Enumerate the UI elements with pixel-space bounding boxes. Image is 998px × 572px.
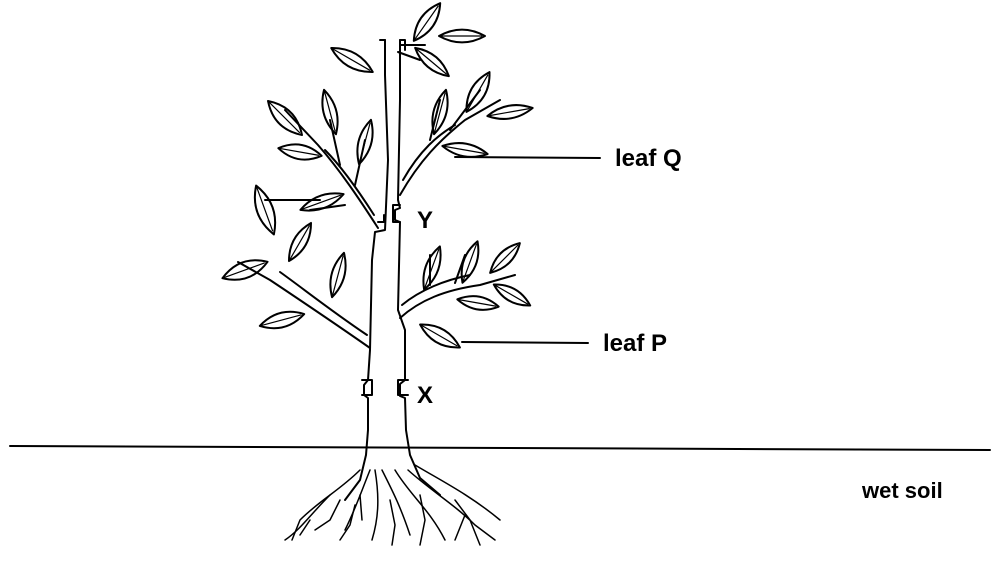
leaf [419, 323, 461, 349]
leaf [492, 283, 532, 307]
leaf-outline [253, 184, 277, 236]
leaf [489, 242, 521, 274]
leaf-outline [422, 245, 442, 291]
leaf [438, 28, 486, 44]
leaf-vein [358, 122, 371, 165]
leaf-outline [321, 88, 339, 136]
leaf-outline [287, 221, 313, 263]
leaf-vein [267, 100, 301, 134]
trunk [344, 39, 441, 501]
cut-x-label: X [417, 382, 433, 409]
leaf-q-pointer-line [454, 156, 601, 159]
leaf [299, 192, 345, 212]
leaf-outline [465, 71, 491, 113]
leaf-vein [221, 262, 265, 279]
leaf-vein [414, 47, 447, 75]
leaf-outline [299, 192, 345, 212]
leaf-vein [486, 108, 530, 117]
leaf-vein [423, 249, 440, 291]
cut-y-label: Y [417, 207, 433, 234]
leaf-outline [460, 240, 480, 284]
leaf [321, 88, 339, 136]
leaf-outline [277, 143, 323, 161]
leaf [414, 46, 450, 78]
leaf [431, 88, 449, 136]
leaf-outline [456, 295, 500, 311]
leaf-outline [329, 251, 347, 299]
leaf [456, 295, 500, 311]
leaf-vein [419, 323, 458, 347]
leaf [221, 259, 269, 281]
leaf-outline [267, 100, 303, 136]
leaf-vein [441, 145, 485, 154]
leaves [221, 2, 534, 349]
leaf-p-pointer-line [461, 341, 589, 344]
leaf-outline [412, 2, 442, 42]
soil-surface-line [9, 445, 991, 451]
leaf-outline [441, 142, 489, 158]
leaf-vein [259, 314, 302, 327]
leaf-vein [277, 147, 320, 156]
leaf-vein [323, 89, 336, 132]
cut-mark-y [377, 204, 401, 223]
leaf [412, 2, 442, 42]
branches [237, 44, 516, 349]
leaf-outline [221, 259, 269, 281]
leaf-outline [258, 310, 306, 330]
leaf-vein [456, 298, 497, 307]
leaf-vein [413, 5, 439, 42]
leaf-vein [299, 194, 341, 211]
leaf-vein [493, 283, 529, 305]
leaf [277, 143, 323, 161]
leaf [441, 142, 489, 158]
roots [284, 464, 501, 546]
leaf [330, 46, 374, 74]
leaf-outline [356, 118, 374, 166]
leaf [465, 71, 491, 113]
leaf [258, 310, 306, 330]
leaf-p-label: leaf P [603, 330, 667, 357]
leaf-q-label: leaf Q [615, 145, 682, 172]
leaf-vein [255, 184, 274, 232]
leaf [486, 104, 534, 120]
leaf-outline [431, 88, 449, 136]
leaf-vein [489, 244, 519, 274]
leaf-outline [438, 28, 486, 44]
leaf-outline [492, 283, 532, 307]
leaf-vein [465, 74, 489, 113]
leaf [287, 221, 313, 263]
leaf-outline [330, 46, 374, 74]
leaf-vein [461, 243, 477, 284]
leaf [267, 100, 303, 136]
leaf-outline [419, 323, 461, 349]
leaf-outline [414, 46, 450, 78]
leaf [422, 245, 442, 291]
leaf-vein [330, 47, 371, 71]
leaf-outline [489, 242, 521, 274]
wet-soil-label: wet soil [861, 478, 943, 503]
leaf-vein [433, 92, 446, 135]
leaf [356, 118, 374, 166]
leaf [329, 251, 347, 299]
leaf [460, 240, 480, 284]
cut-mark-x [361, 379, 409, 396]
leaf-vein [288, 225, 310, 262]
leaf-outline [486, 104, 534, 120]
leaf [253, 184, 277, 236]
leaf-vein [331, 255, 344, 298]
